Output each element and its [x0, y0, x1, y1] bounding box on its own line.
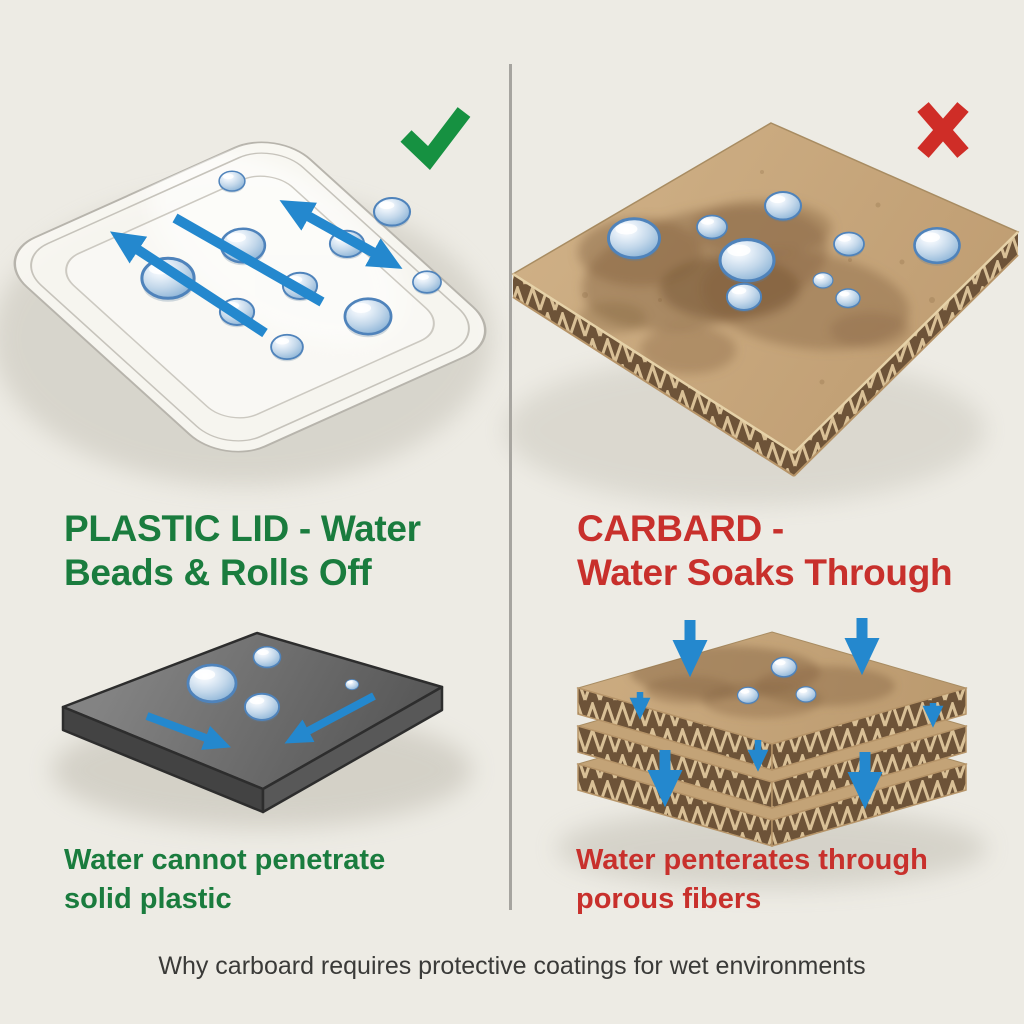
water-droplet: [243, 692, 281, 724]
water-droplet: [833, 231, 865, 259]
roll-direction-shaft: [172, 213, 325, 307]
water-droplet: [607, 217, 661, 263]
plastic-lid-illustration: [0, 141, 492, 486]
right-heading-line1: CARBARD -: [577, 508, 784, 549]
cardboard-flute-edge-left: [513, 274, 794, 476]
stack-shadow: [557, 808, 987, 888]
water-droplet: [252, 645, 282, 671]
left-heading-line2: Beads & Rolls Off: [64, 552, 372, 593]
water-droplet: [186, 663, 238, 707]
footer-caption: Why carboard requires protective coating…: [158, 952, 866, 980]
right-heading-line2: Water Soaks Through: [577, 552, 953, 593]
lid-highlight: [149, 150, 403, 345]
right-heading: CARBARD - Water Soaks Through: [577, 507, 953, 595]
soak-through-arrows: [629, 618, 944, 810]
cardboard-liner-line: [793, 231, 1019, 454]
water-droplet: [718, 237, 776, 287]
slab-runoff-arrows: [145, 692, 376, 750]
water-droplet: [372, 196, 412, 230]
lid-roll-arrows: [109, 200, 403, 338]
left-caption-line1: Water cannot penetrate: [64, 844, 386, 876]
water-droplet: [218, 170, 246, 194]
panel-divider: [509, 64, 512, 910]
left-caption: Water cannot penetrate solid plastic: [64, 841, 385, 919]
roll-direction-arrow: [109, 231, 268, 338]
plastic-sheet-illustration: [52, 631, 472, 828]
corrugated-stack-illustration: [557, 618, 987, 888]
cardboard-sheet-illustration: [505, 122, 1020, 505]
water-droplet: [696, 214, 728, 242]
cross-icon: [917, 102, 969, 158]
water-droplet: [343, 297, 393, 339]
runoff-arrow: [284, 692, 376, 744]
water-droplet: [812, 272, 834, 290]
right-caption-line1: Water penterates through: [576, 844, 928, 876]
water-droplet: [412, 270, 442, 296]
water-droplet: [770, 656, 798, 680]
water-droplet: [835, 288, 861, 310]
cardboard-liner-line: [512, 272, 795, 455]
water-droplet: [736, 686, 760, 706]
check-icon: [400, 107, 471, 170]
right-caption-line2: porous fibers: [576, 883, 762, 915]
water-droplet: [345, 679, 359, 691]
left-heading: PLASTIC LID - Water Beads & Rolls Off: [64, 507, 421, 595]
water-droplet: [725, 282, 763, 314]
runoff-arrow: [145, 712, 231, 750]
left-heading-line1: PLASTIC LID - Water: [64, 508, 421, 549]
stack-flute-edge: [771, 687, 967, 771]
water-droplet: [795, 686, 817, 704]
water-droplet: [913, 226, 961, 268]
cardboard-flute-edge-right: [794, 232, 1018, 476]
right-caption: Water penterates through porous fibers: [576, 841, 928, 919]
slab-side-right: [261, 685, 444, 814]
cardboard-liner-line: [512, 296, 795, 477]
water-droplet: [270, 333, 304, 363]
water-droplet: [763, 190, 803, 224]
cardboard-liner-line: [793, 254, 1019, 477]
roll-direction-double-arrow: [279, 200, 403, 269]
left-caption-line2: solid plastic: [64, 883, 232, 915]
